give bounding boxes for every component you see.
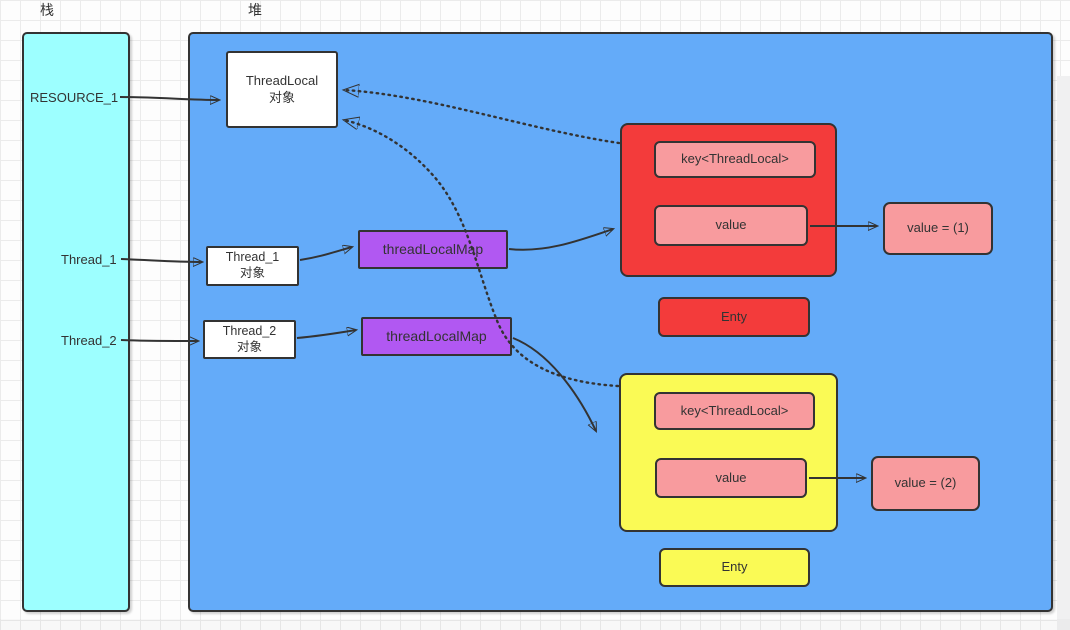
entry2-key-node: key<ThreadLocal> [654,392,815,430]
entry1-tag-node: Enty [658,297,810,337]
entry1-result-node: value = (1) [883,202,993,255]
page-margin-right [1057,76,1070,630]
thread1-object-title: Thread_1 [225,250,280,265]
stack-item-thread2: Thread_2 [61,333,117,348]
entry2-tag-node: Enty [659,548,810,587]
threadlocalmap2-node: threadLocalMap [361,317,512,356]
threadlocal-object-subtitle: 对象 [268,89,295,105]
thread2-object-node: Thread_2 对象 [203,320,296,359]
page-margin-bottom [0,619,1070,630]
threadlocalmap1-node: threadLocalMap [358,230,508,269]
stack-region-label: 栈 [40,2,54,18]
stack-item-thread1: Thread_1 [61,252,117,267]
entry2-result-node: value = (2) [871,456,980,511]
stack-item-resource1: RESOURCE_1 [30,90,119,105]
entry2-value-node: value [655,458,807,498]
arrow-thread2-to-thread2obj [120,340,198,341]
threadlocal-object-title: ThreadLocal [245,73,319,89]
thread2-object-subtitle: 对象 [236,339,262,354]
entry1-key-node: key<ThreadLocal> [654,141,816,178]
heap-region-label: 堆 [248,2,262,18]
threadlocal-object-node: ThreadLocal 对象 [226,51,338,128]
thread1-object-node: Thread_1 对象 [206,246,299,286]
thread1-object-subtitle: 对象 [239,266,265,280]
entry1-value-node: value [654,205,808,246]
thread2-object-title: Thread_2 [222,323,277,338]
stack-box [22,32,130,612]
